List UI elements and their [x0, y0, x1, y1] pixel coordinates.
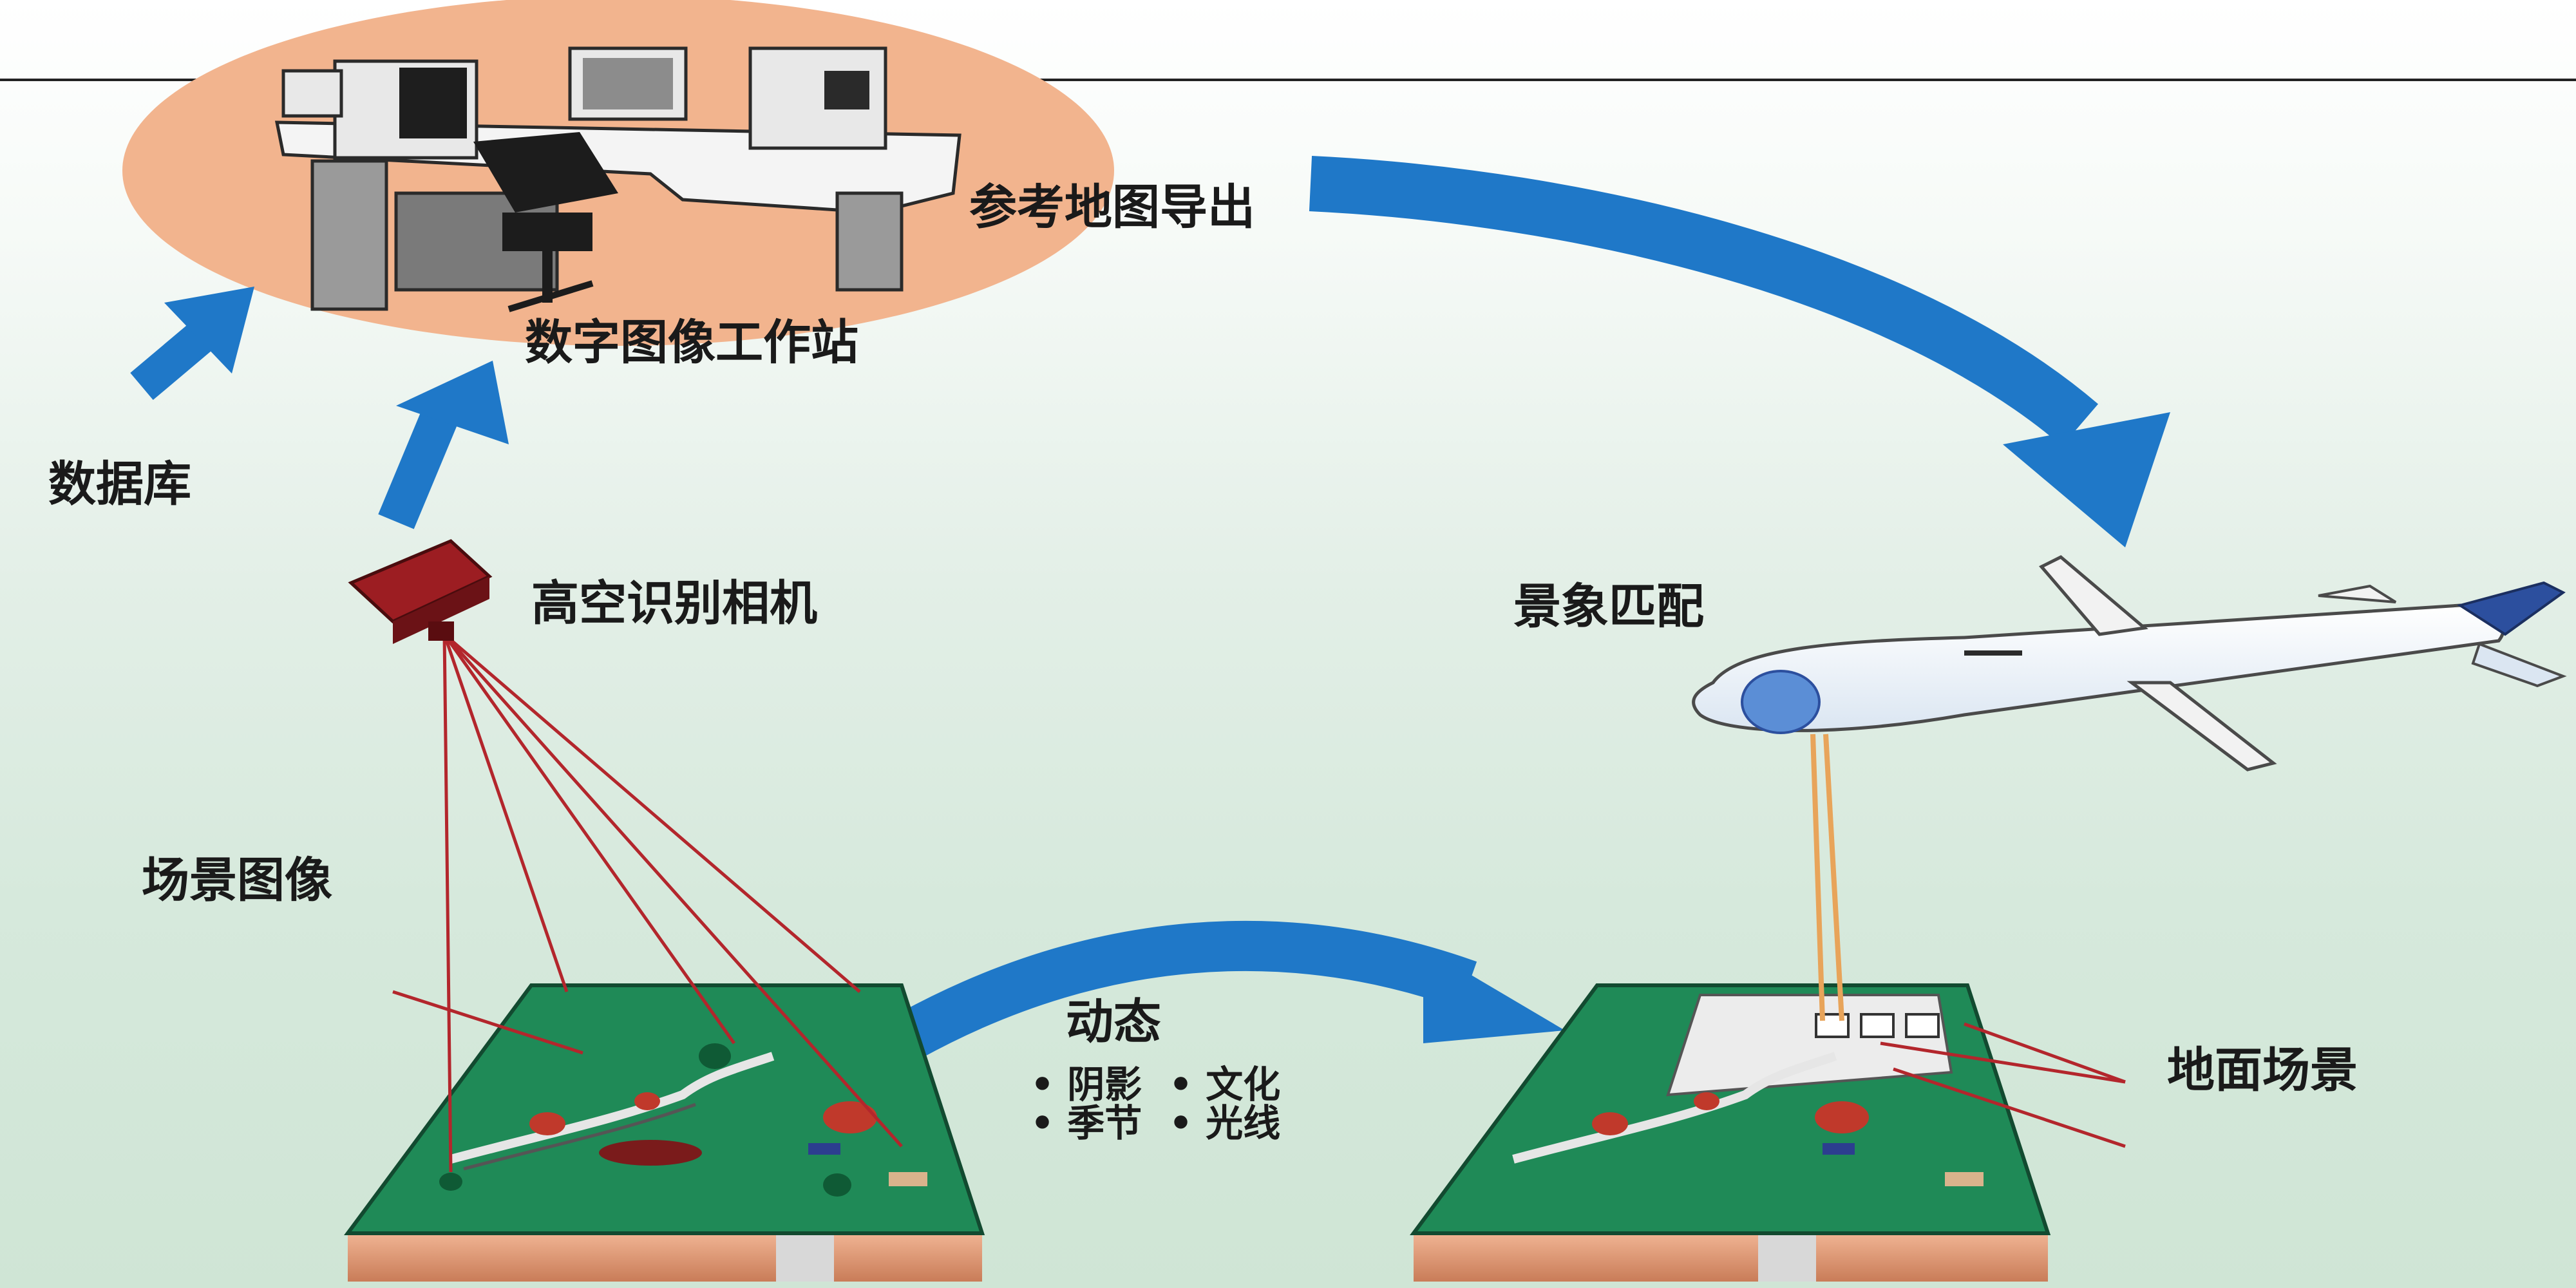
- dynamic-arrow-head: [1423, 947, 1565, 1043]
- camera-beams: [392, 633, 903, 1173]
- terrain-icon: [1410, 983, 2051, 1282]
- camera-label: 高空识别相机: [531, 576, 817, 631]
- database-arrow-head: [164, 287, 254, 374]
- culture-item: • 文化: [1169, 1063, 1281, 1106]
- season-item: • 季节: [1030, 1101, 1142, 1145]
- airplane-icon: [1692, 555, 2567, 772]
- light-item: • 光线: [1169, 1101, 1281, 1145]
- ground-scene-label: 地面场景: [2167, 1043, 2358, 1098]
- workstation-icon: [274, 46, 961, 312]
- workstation-label: 数字图像工作站: [525, 315, 858, 370]
- shadow-item: • 阴影: [1030, 1063, 1142, 1106]
- dynamic-arrow-shaft: [896, 920, 1477, 1059]
- matching-beams: [1810, 734, 1844, 1021]
- scene-image-label: 场景图像: [142, 853, 332, 908]
- database-arrow-shaft: [130, 321, 214, 401]
- export-arrow-head: [2003, 412, 2170, 547]
- terrain-icon: [344, 983, 985, 1282]
- camera-arrow-shaft: [378, 398, 462, 529]
- database-label: 数据库: [48, 457, 191, 512]
- camera-arrow-head: [396, 361, 509, 444]
- export-arrow-shaft: [1309, 156, 2098, 446]
- export-label: 参考地图导出: [969, 180, 1255, 235]
- ground-beams: [1880, 1022, 2126, 1148]
- dynamic-label: 动态: [1066, 994, 1161, 1050]
- matching-label: 景象匹配: [1513, 579, 1704, 634]
- camera-icon: [348, 539, 493, 644]
